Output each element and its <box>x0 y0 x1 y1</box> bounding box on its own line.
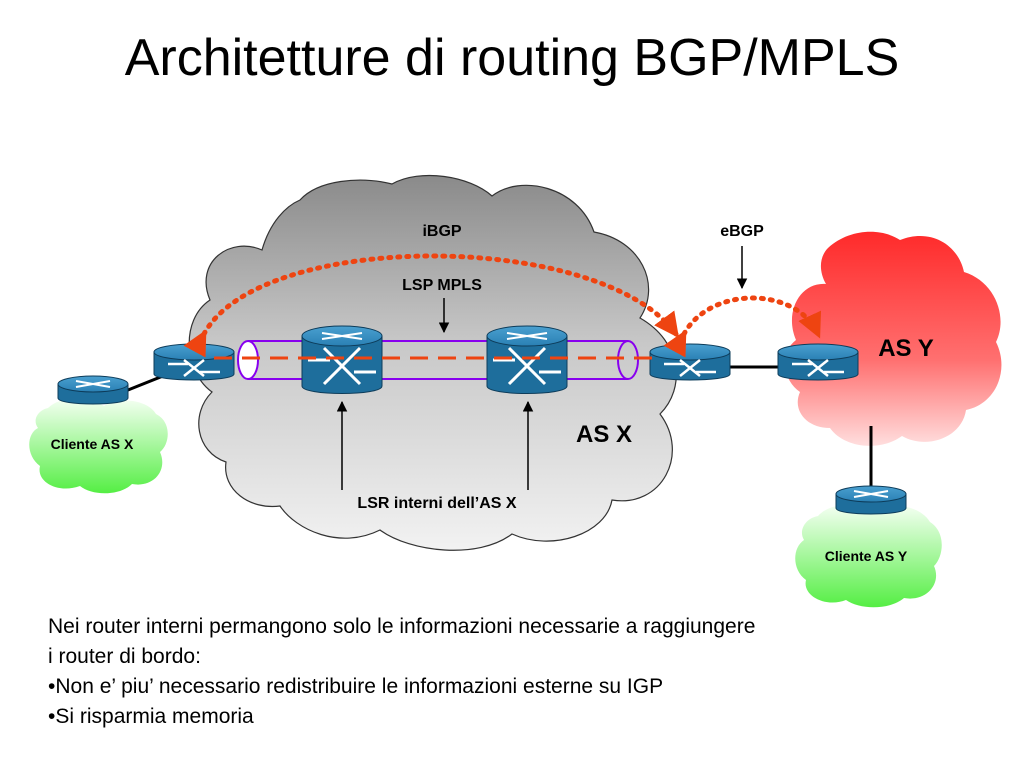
cliente-as-x-label: Cliente AS X <box>51 436 134 452</box>
router-icon <box>153 343 235 381</box>
cliente-y-cloud <box>795 505 942 608</box>
cliente-x-cloud <box>29 398 168 494</box>
cliente-as-y-label: Cliente AS Y <box>825 548 908 564</box>
switch-router-icon <box>486 325 568 394</box>
switch-router-icon <box>301 325 383 394</box>
body-paragraph-line1: Nei router interni permangono solo le in… <box>48 615 756 638</box>
bullet-item: •Si risparmia memoria <box>48 705 254 728</box>
ebgp-label: eBGP <box>720 223 764 240</box>
body-text: Nei router interni permangono solo le in… <box>48 612 948 732</box>
router-icon <box>57 375 129 405</box>
lsp-mpls-label: LSP MPLS <box>402 277 482 294</box>
slide-title: Architetture di routing BGP/MPLS <box>124 29 900 87</box>
bullet-item: •Non e’ piu’ necessario redistribuire le… <box>48 675 664 698</box>
lsr-label: LSR interni dell’AS X <box>357 495 516 512</box>
router-icon <box>777 343 859 381</box>
router-icon <box>835 485 907 515</box>
ibgp-label: iBGP <box>422 223 461 240</box>
router-icon <box>649 343 731 381</box>
ebgp-session-arc <box>663 295 821 358</box>
as-y-cloud <box>785 231 1002 446</box>
as-x-label: AS X <box>576 421 632 448</box>
ibgp-session-arc <box>183 253 679 358</box>
as-y-label: AS Y <box>878 335 934 362</box>
body-paragraph-line2: i router di bordo: <box>48 645 201 668</box>
